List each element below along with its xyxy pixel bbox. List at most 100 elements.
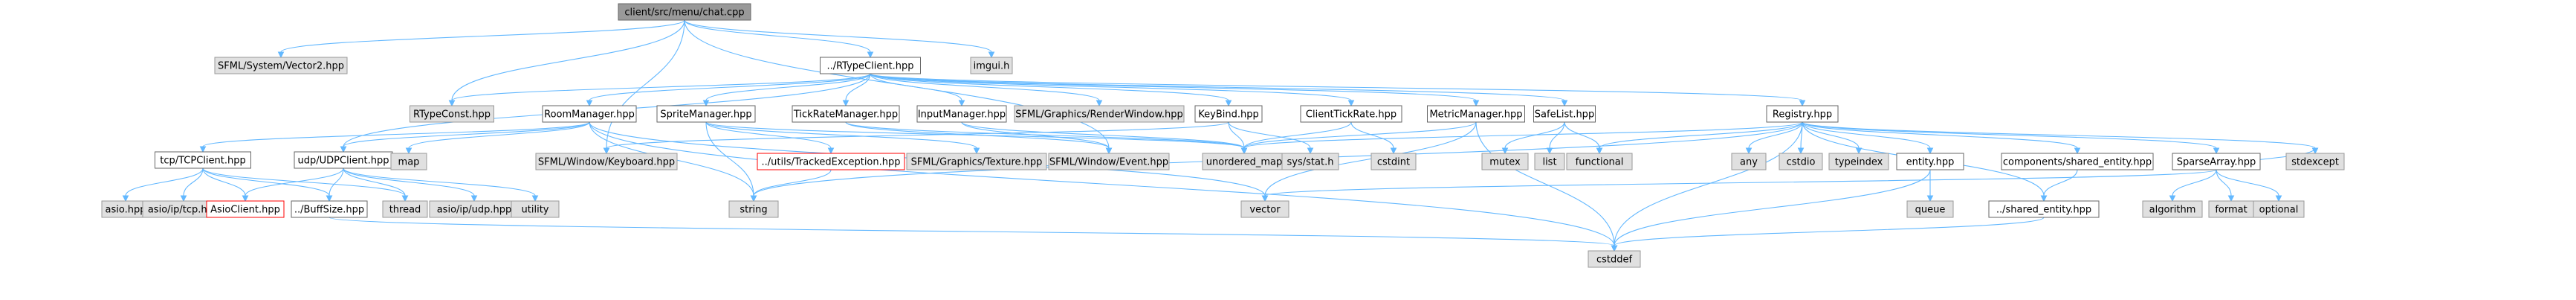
- node-safelist[interactable]: SafeList.hpp: [1533, 105, 1596, 123]
- node-box: [214, 57, 348, 74]
- node-mutex: mutex: [1481, 153, 1529, 170]
- edge-arrowhead: [1799, 100, 1806, 107]
- edge-line: [870, 73, 1803, 101]
- edge-line: [705, 121, 977, 149]
- node-box: [757, 153, 905, 170]
- node-chat[interactable]: client/src/menu/chat.cpp: [618, 3, 751, 21]
- node-box: [1828, 153, 1889, 170]
- node-string: string: [728, 200, 779, 218]
- edge-line: [1243, 121, 1477, 149]
- node-box: [2285, 153, 2345, 170]
- edge-arrowhead: [122, 195, 129, 202]
- edge-tcpclient-to-thread: [202, 167, 409, 202]
- node-box: [728, 200, 779, 218]
- node-spritemanager[interactable]: SpriteManager.hpp: [656, 105, 756, 123]
- node-label: sys/stat.h: [1287, 157, 1334, 168]
- node-cstddef: cstddef: [1588, 250, 1641, 268]
- node-componentsshared[interactable]: components/shared_entity.hpp: [2001, 153, 2154, 170]
- edge-line: [845, 121, 1245, 149]
- node-registry[interactable]: Registry.hpp: [1766, 105, 1839, 123]
- node-box: [1300, 105, 1402, 123]
- edge-line: [202, 167, 330, 197]
- edge-arrowhead: [2213, 147, 2220, 155]
- node-stdexcept: stdexcept: [2285, 153, 2345, 170]
- node-cstdint: cstdint: [1370, 153, 1417, 170]
- node-clienttickrate[interactable]: ClientTickRate.hpp: [1300, 105, 1402, 123]
- edge-arrowhead: [1472, 100, 1480, 107]
- node-keybind[interactable]: KeyBind.hpp: [1194, 105, 1263, 123]
- node-label: udp/UDPClient.hpp: [298, 156, 389, 167]
- edge-arrowhead: [1546, 147, 1553, 155]
- node-unorderedmap: unordered_map: [1202, 153, 1287, 170]
- edge-line: [202, 167, 246, 197]
- edge-line: [845, 73, 871, 101]
- edge-arrowhead: [2040, 195, 2048, 202]
- node-box: [1779, 153, 1823, 170]
- node-renderwindow: SFML/Graphics/RenderWindow.hpp: [1014, 105, 1185, 123]
- node-tickratemanager[interactable]: TickRateManager.hpp: [792, 105, 900, 123]
- node-box: [1533, 105, 1596, 123]
- edge-arrowhead: [988, 51, 995, 59]
- node-box: [1906, 200, 1954, 218]
- node-label: imgui.h: [974, 61, 1010, 72]
- edge-arrowhead: [603, 147, 610, 155]
- edge-registry-to-unorderedmap: [1240, 121, 1803, 155]
- edge-registry-to-sparsearray: [1802, 121, 2220, 155]
- edge-arrowhead: [2169, 195, 2176, 202]
- edge-udpclient-to-asioclient: [242, 167, 344, 202]
- edge-line: [1599, 121, 1803, 149]
- edge-arrowhead: [973, 147, 980, 155]
- node-label: vector: [1249, 205, 1281, 216]
- node-box: [1281, 153, 1339, 170]
- edge-chat-to-vector2: [277, 19, 685, 59]
- edge-arrowhead: [326, 195, 333, 202]
- edge-line: [870, 73, 1477, 101]
- edge-registry-to-any: [1745, 121, 1803, 155]
- node-tcpclient[interactable]: tcp/TCPClient.hpp: [155, 151, 251, 169]
- edge-udpclient-to-thread: [343, 167, 409, 202]
- edge-line: [343, 167, 406, 197]
- edge-sharedentity-to-cstddef: [1611, 217, 2045, 252]
- node-udpclient[interactable]: udp/UDPClient.hpp: [294, 151, 393, 169]
- node-asio: asio.hpp: [101, 200, 150, 218]
- edge-line: [1228, 121, 1245, 149]
- node-event: SFML/Window/Event.hpp: [1048, 153, 1170, 170]
- node-label: SFML/Graphics/RenderWindow.hpp: [1015, 109, 1183, 121]
- node-label: RTypeConst.hpp: [413, 109, 491, 121]
- node-box: [2001, 153, 2154, 170]
- node-layer: client/src/menu/chat.cppSFML/System/Vect…: [101, 3, 2345, 268]
- node-trackedexception[interactable]: ../utils/TrackedException.hpp: [757, 153, 905, 170]
- node-optional: optional: [2253, 200, 2305, 218]
- edge-arrowhead: [1855, 147, 1863, 155]
- node-box: [1766, 105, 1839, 123]
- edge-registry-to-componentsshared: [1802, 121, 2081, 155]
- node-roommanager[interactable]: RoomManager.hpp: [542, 105, 637, 123]
- node-inputmanager[interactable]: InputManager.hpp: [916, 105, 1007, 123]
- node-sparsearray[interactable]: SparseArray.hpp: [2172, 153, 2261, 170]
- node-imgui: imgui.h: [970, 57, 1013, 74]
- node-box: [1194, 105, 1263, 123]
- edge-line: [870, 73, 1100, 101]
- edge-line: [183, 167, 204, 197]
- edge-keybind-to-keyboard: [603, 121, 1229, 155]
- node-rtypeclient[interactable]: ../RTypeClient.hpp: [820, 57, 921, 74]
- node-label: SFML/Window/Keyboard.hpp: [538, 157, 675, 168]
- edge-arrowhead: [867, 51, 874, 59]
- node-label: ../shared_entity.hpp: [1996, 205, 2091, 216]
- edge-tcpclient-to-buffsize: [202, 167, 333, 202]
- node-entity[interactable]: entity.hpp: [1896, 153, 1964, 170]
- node-box: [206, 200, 285, 218]
- node-metricmanager[interactable]: MetricManager.hpp: [1427, 105, 1525, 123]
- node-asioclient[interactable]: AsioClient.hpp: [206, 200, 285, 218]
- node-map: map: [390, 153, 427, 170]
- edge-chat-to-rtypeconst: [448, 19, 685, 107]
- edge-arrowhead: [405, 147, 412, 155]
- node-box: [1731, 153, 1767, 170]
- edge-line: [684, 19, 992, 53]
- node-sharedentity[interactable]: ../shared_entity.hpp: [1988, 200, 2100, 218]
- node-label: MetricManager.hpp: [1429, 109, 1522, 121]
- edge-arrowhead: [1096, 100, 1103, 107]
- node-label: cstdint: [1377, 157, 1410, 168]
- edge-line: [1802, 121, 1860, 149]
- node-buffsize[interactable]: ../BuffSize.hpp: [291, 200, 368, 218]
